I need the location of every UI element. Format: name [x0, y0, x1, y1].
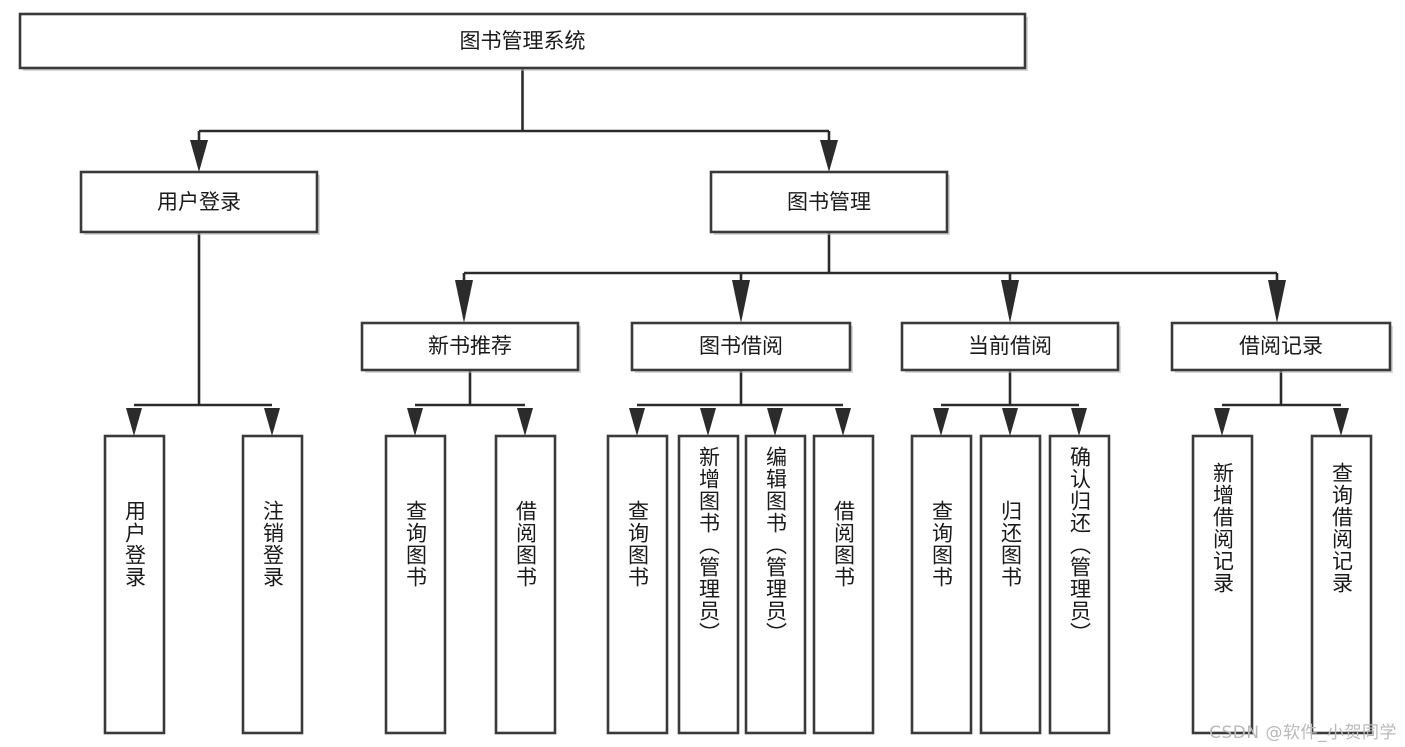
arrow-newbook-leaf-0 — [407, 408, 423, 436]
arrow-currentborrow-leaf-1 — [1002, 408, 1018, 436]
arrow-userlogin-leaf-1 — [264, 408, 280, 436]
leaf-box-user-login-0[interactable] — [103, 434, 166, 735]
leaf-box-borrow-record-0[interactable] — [1191, 434, 1254, 735]
node-new-book-recommend-rect — [360, 321, 580, 372]
leaf-layer — [103, 434, 1373, 735]
arrow-currentborrow-leaf-2 — [1071, 408, 1087, 436]
node-borrow-record-label: 借阅记录 — [1239, 334, 1323, 358]
arrow-root-to-book-manage — [820, 140, 838, 172]
node-user-login-rect — [79, 170, 319, 234]
arrow-bookborrow-leaf-1 — [700, 408, 716, 436]
leaf-box-current-borrow-0[interactable] — [910, 434, 973, 735]
node-new-book-recommend[interactable]: 新书推荐 — [360, 321, 581, 373]
node-user-login[interactable]: 用户登录 — [79, 170, 320, 235]
node-current-borrow-rect — [900, 321, 1120, 372]
arrow-bookborrow-leaf-2 — [767, 408, 783, 436]
arrow-bookmanage-to-book-borrow — [732, 280, 750, 323]
node-book-borrow-rect — [630, 321, 852, 372]
node-book-borrow-label: 图书借阅 — [699, 334, 783, 358]
leaf-box-current-borrow-2[interactable] — [1048, 434, 1111, 735]
arrow-borrowrecord-leaf-1 — [1333, 408, 1349, 436]
arrow-currentborrow-leaf-0 — [933, 408, 949, 436]
arrow-bookborrow-leaf-3 — [835, 408, 851, 436]
node-new-book-recommend-label: 新书推荐 — [428, 334, 512, 358]
node-current-borrow[interactable]: 当前借阅 — [900, 321, 1121, 373]
leaf-box-book-borrow-0[interactable] — [606, 434, 669, 735]
arrow-bookmanage-to-current-borrow — [1001, 280, 1019, 323]
node-user-login-label: 用户登录 — [157, 190, 241, 214]
arrow-bookborrow-leaf-0 — [629, 408, 645, 436]
csdn-watermark: CSDN @软件_小贺同学 — [1209, 723, 1397, 743]
leaf-box-user-login-1[interactable] — [241, 434, 304, 735]
leaf-box-current-borrow-1[interactable] — [979, 434, 1042, 735]
leaf-box-book-borrow-3[interactable] — [812, 434, 875, 735]
leaf-box-borrow-record-1[interactable] — [1310, 434, 1373, 735]
node-root[interactable]: 图书管理系统 — [18, 12, 1028, 71]
node-book-manage[interactable]: 图书管理 — [709, 170, 950, 235]
node-book-borrow[interactable]: 图书借阅 — [630, 321, 853, 373]
node-root-rect — [18, 12, 1027, 70]
node-book-manage-rect — [709, 170, 949, 234]
node-root-label: 图书管理系统 — [460, 29, 586, 53]
connector-layer — [126, 68, 1349, 436]
arrow-root-to-user-login — [190, 140, 208, 172]
leaf-box-book-borrow-1[interactable] — [677, 434, 740, 735]
arrow-newbook-leaf-1 — [517, 408, 533, 436]
node-book-manage-label: 图书管理 — [787, 190, 871, 214]
arrow-bookmanage-to-borrow-record — [1268, 280, 1286, 323]
leaf-box-book-borrow-2[interactable] — [744, 434, 807, 735]
leaf-box-new-book-1[interactable] — [494, 434, 557, 735]
arrow-borrowrecord-leaf-0 — [1214, 408, 1230, 436]
node-borrow-record-rect — [1170, 321, 1392, 372]
arrow-bookmanage-to-new-book — [455, 280, 473, 323]
node-borrow-record[interactable]: 借阅记录 — [1170, 321, 1393, 373]
arrow-userlogin-leaf-0 — [126, 408, 142, 436]
node-current-borrow-label: 当前借阅 — [968, 334, 1052, 358]
leaf-box-new-book-0[interactable] — [384, 434, 447, 735]
